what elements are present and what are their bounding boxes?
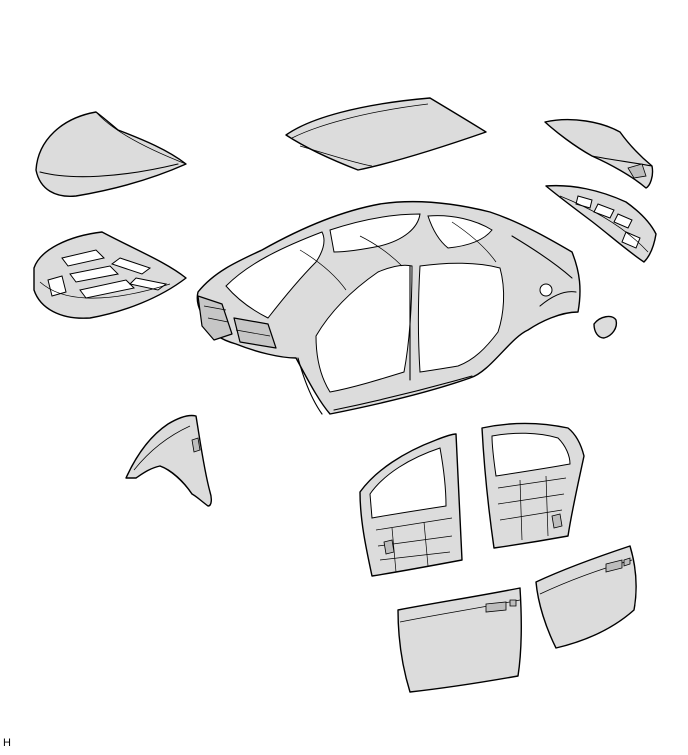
- roof-panel: [285, 97, 487, 171]
- front-door-outer-panel: [397, 587, 523, 693]
- front-door-frame: [359, 433, 463, 577]
- trunk-lid-inner: [545, 184, 657, 263]
- body-shell: [196, 200, 581, 415]
- figure-code: H: [3, 737, 11, 749]
- hood-outer-panel: [35, 111, 187, 197]
- hood-inner-panel: [33, 231, 187, 319]
- trunk-lid-outer: [544, 118, 654, 189]
- fuel-filler-lid: [593, 315, 618, 339]
- rear-door-outer-panel: [535, 545, 637, 649]
- rear-door-frame: [481, 422, 585, 549]
- front-fender: [125, 414, 213, 507]
